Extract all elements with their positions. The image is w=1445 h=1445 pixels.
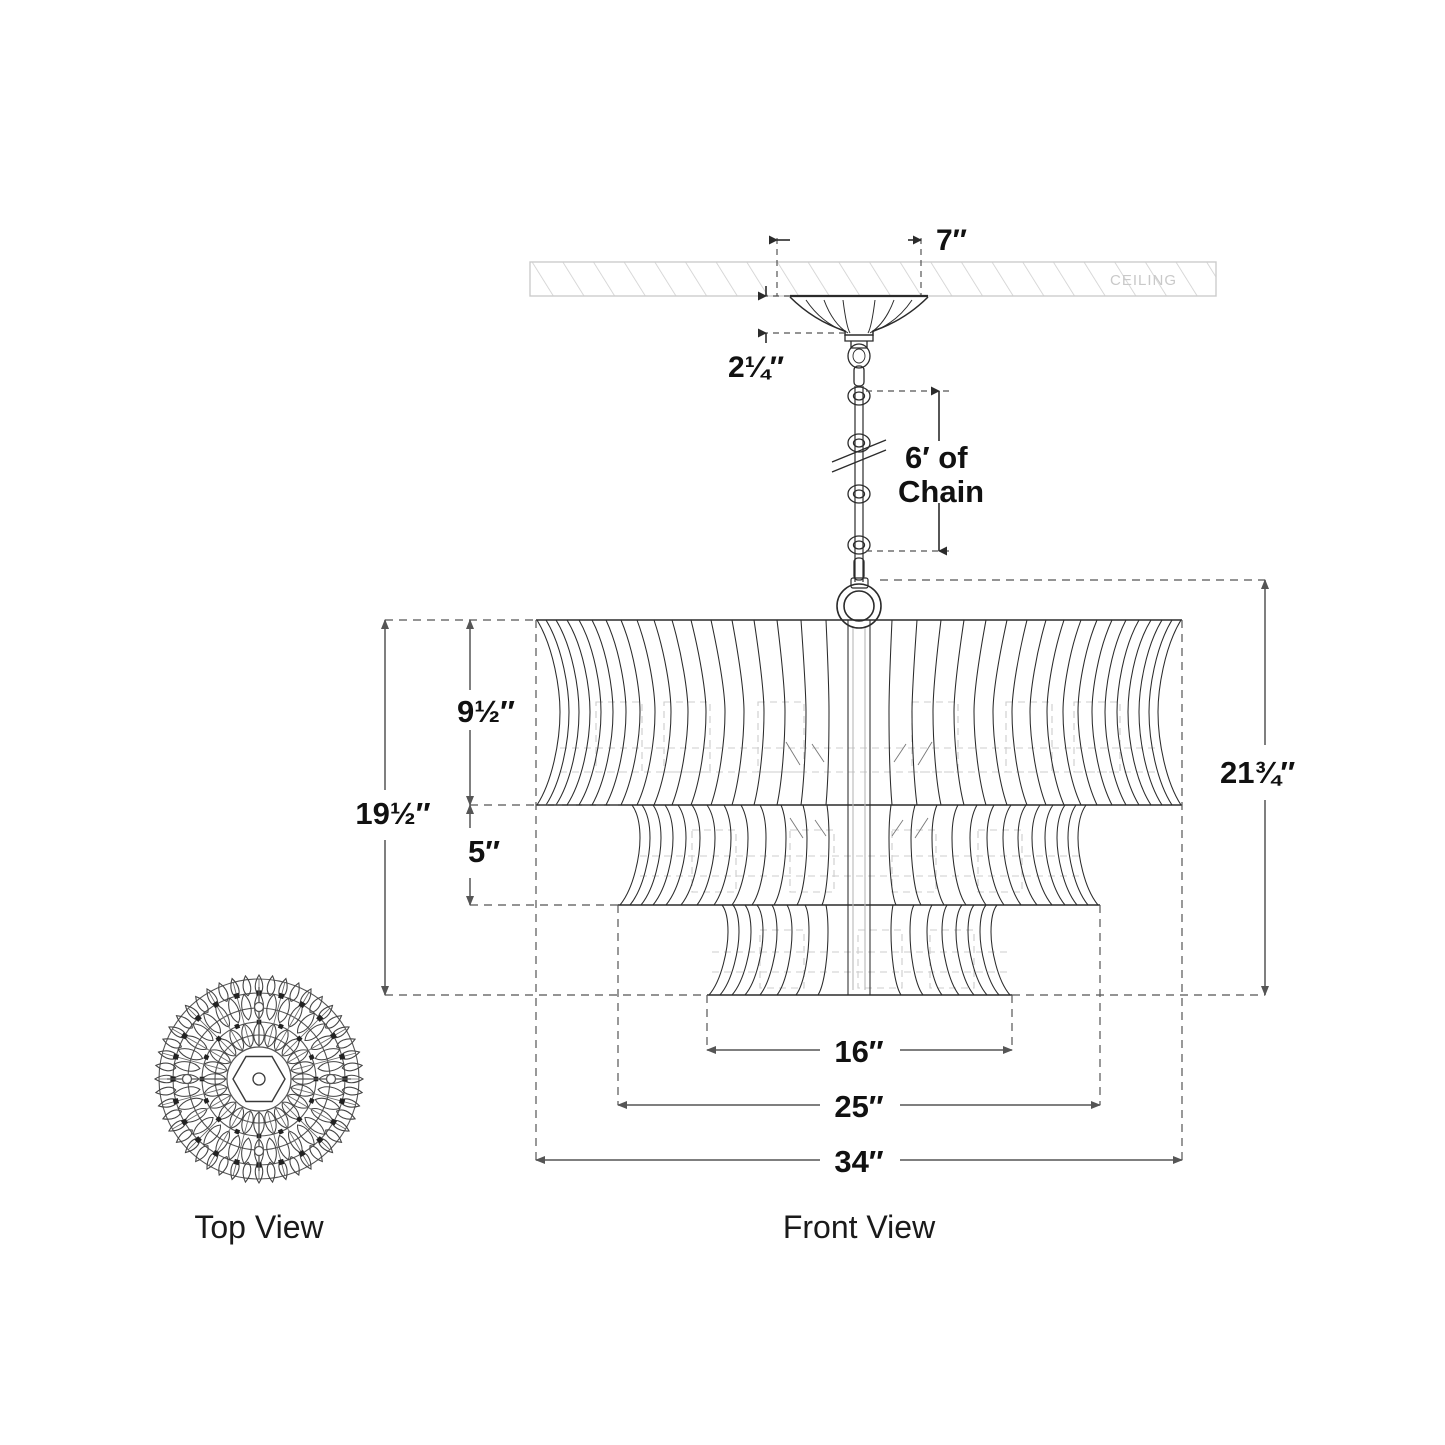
ring-inner xyxy=(843,590,875,622)
dimension-chain-length: 6′ of Chain xyxy=(866,386,984,556)
canopy-neck xyxy=(850,341,868,349)
dimension-middle-tier-height: 5″ xyxy=(466,804,500,906)
ceiling-assembly: CEILING xyxy=(529,261,1217,297)
dim-label-middle-tier-width: 25″ xyxy=(834,1089,883,1124)
dimension-upper-tier-height: 9½″ xyxy=(457,619,515,806)
chain-link-bar-1 xyxy=(853,365,865,387)
tier-upper xyxy=(536,619,1182,806)
tier-upper-center-rods xyxy=(847,620,871,805)
canopy-rib-6 xyxy=(871,299,913,333)
canopy-rib-2 xyxy=(823,299,849,334)
ceiling-label: CEILING xyxy=(1110,272,1177,289)
tier-middle-rods-left xyxy=(619,804,830,906)
chain-assembly xyxy=(831,343,887,582)
dim-label-canopy-width: 7″ xyxy=(936,224,967,257)
tier-lower-rods-left xyxy=(708,904,829,996)
chain-top-loop-inner xyxy=(852,348,866,364)
chandelier-body xyxy=(536,619,1182,996)
dim-label-chain-length: 6′ of xyxy=(905,440,968,475)
tier-middle-center-rods xyxy=(847,805,871,905)
tier-upper-socket-hints xyxy=(785,741,933,766)
tier-middle-socket-hints xyxy=(789,817,929,839)
dim-label-bottom-tier-width: 16″ xyxy=(834,1034,883,1069)
chain-top-loop xyxy=(847,343,871,369)
dim-label-overall-height: 21¾″ xyxy=(1220,755,1295,790)
tier-middle xyxy=(618,804,1100,906)
center-column xyxy=(852,628,866,990)
tier-middle-rods-right xyxy=(888,804,1099,906)
tier-upper-rods-left xyxy=(536,619,830,806)
dimension-middle-tier-width: 25″ xyxy=(617,1089,1101,1124)
dimension-canopy-width: 7″ xyxy=(769,224,967,296)
dimension-body-height: 19½″ xyxy=(355,619,431,996)
canopy-rib-1 xyxy=(805,299,847,333)
ceiling-hatching xyxy=(530,262,1216,296)
chain-link-bar-2 xyxy=(853,557,865,581)
rosette-center-hole xyxy=(252,1072,266,1086)
dimension-overall-height: 21¾″ xyxy=(1220,579,1295,996)
canopy-rib-3 xyxy=(842,299,851,334)
dimension-canopy-drop: 2¼″ xyxy=(728,286,846,384)
dim-label-chain-length-2: Chain xyxy=(898,474,984,509)
dimension-overall-width: 34″ xyxy=(535,1144,1183,1179)
front-view-label: Front View xyxy=(783,1209,936,1245)
top-view-label: Top View xyxy=(194,1209,324,1245)
dim-label-middle-tier-height: 5″ xyxy=(468,834,500,869)
hanging-ring xyxy=(836,577,882,629)
rosette-center-hub xyxy=(226,1046,292,1112)
tier-lower-center-rods xyxy=(847,905,871,995)
chain-links xyxy=(847,386,871,555)
dim-label-body-height: 19½″ xyxy=(355,796,430,831)
canopy-outline xyxy=(789,296,929,336)
ring-shackle xyxy=(850,577,869,589)
canopy xyxy=(789,294,929,349)
tier-lower xyxy=(707,904,1012,996)
ring-outer xyxy=(836,583,882,629)
chain-break-symbol xyxy=(831,439,887,473)
dimension-bottom-tier-width: 16″ xyxy=(706,1034,1013,1069)
dim-label-overall-width: 34″ xyxy=(834,1144,883,1179)
canopy-collar xyxy=(844,335,874,342)
top-view-rosette xyxy=(154,973,364,1184)
canopy-rib-4 xyxy=(867,299,876,334)
projection-lines xyxy=(385,579,1265,1160)
dim-label-canopy-drop: 2¼″ xyxy=(728,351,784,384)
tier-upper-rods-right xyxy=(888,619,1182,806)
dim-label-upper-tier-height: 9½″ xyxy=(457,694,515,729)
tier-lower-rods-right xyxy=(890,904,1011,996)
